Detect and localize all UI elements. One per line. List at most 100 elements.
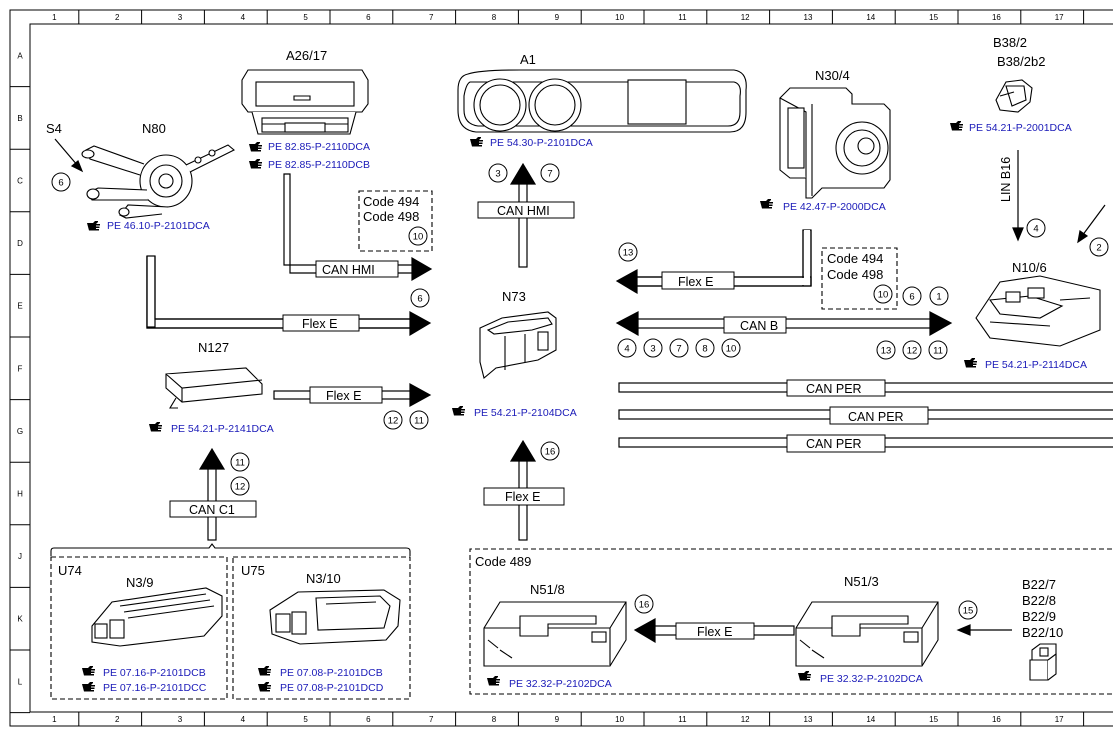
marker-text: 10 bbox=[413, 232, 424, 243]
ref-n80-text[interactable]: PE 46.10-P-2101DCA bbox=[107, 220, 210, 232]
marker-text: 6 bbox=[417, 294, 422, 305]
marker-s4: 6 bbox=[51, 172, 71, 192]
marker-text: 6 bbox=[909, 292, 914, 303]
grid-col-label: 10 bbox=[615, 13, 624, 22]
grid-row-label: J bbox=[18, 552, 22, 561]
ref-n80[interactable]: PE 46.10-P-2101DCA bbox=[87, 220, 210, 232]
marker-text: 16 bbox=[639, 600, 650, 611]
marker-b38-lin: 4 bbox=[1026, 218, 1046, 238]
grid-col-label: 6 bbox=[366, 715, 371, 724]
marker-canb-l4: 8 bbox=[695, 338, 715, 358]
grid-col-label: 16 bbox=[992, 13, 1001, 22]
flex-e-n73-arrowhead bbox=[509, 439, 537, 462]
ref-n10-6-text[interactable]: PE 54.21-P-2114DCA bbox=[985, 359, 1087, 371]
grid-col-label: 2 bbox=[115, 715, 120, 724]
marker-text: 10 bbox=[878, 290, 889, 301]
grid-col-label: 12 bbox=[741, 13, 750, 22]
ref-n51-3[interactable]: PE 32.32-P-2102DCA bbox=[798, 671, 923, 685]
marker-n10-a: 6 bbox=[902, 286, 922, 306]
marker-text: 7 bbox=[547, 169, 552, 180]
marker-text: 15 bbox=[963, 606, 974, 617]
n80-steering-switch-image bbox=[81, 144, 235, 219]
marker-code-box1: 10 bbox=[408, 226, 428, 246]
label-n80: N80 bbox=[142, 121, 166, 136]
marker-canb-r3: 11 bbox=[928, 340, 948, 360]
ref-n3-10-a-text[interactable]: PE 07.08-P-2101DCB bbox=[280, 667, 383, 679]
b22-arrowhead bbox=[956, 624, 971, 636]
ref-b38-2-text[interactable]: PE 54.21-P-2001DCA bbox=[969, 122, 1072, 134]
ref-n3-10-b[interactable]: PE 07.08-P-2101DCD bbox=[258, 682, 384, 694]
ref-n73[interactable]: PE 54.21-P-2104DCA bbox=[452, 406, 577, 419]
grid-col-label: 15 bbox=[929, 13, 938, 22]
grid-col-label: 3 bbox=[178, 13, 183, 22]
ref-a26-17-b-text[interactable]: PE 82.85-P-2110DCB bbox=[268, 159, 370, 171]
code-494-right: Code 494 bbox=[827, 251, 883, 266]
marker-n73-flex: 16 bbox=[540, 441, 560, 461]
marker-text: 4 bbox=[1033, 224, 1038, 235]
bus-lines bbox=[146, 162, 1113, 644]
marker-text: 1 bbox=[936, 292, 941, 303]
grid-col-label: 14 bbox=[866, 715, 875, 724]
grid-col-label: 13 bbox=[804, 715, 813, 724]
can-c1-arrowhead bbox=[198, 447, 226, 470]
grid-row-label: F bbox=[18, 364, 23, 373]
can-hmi-left-arrowhead bbox=[411, 256, 433, 282]
grid-col-label: 2 bbox=[115, 13, 120, 22]
can-b-left-arrowhead bbox=[615, 311, 639, 337]
marker-text: 2 bbox=[1096, 243, 1101, 254]
ref-n51-8-text[interactable]: PE 32.32-P-2102DCA bbox=[509, 678, 612, 690]
ref-n30-4[interactable]: PE 42.47-P-2000DCA bbox=[760, 199, 886, 213]
grid-col-label: 15 bbox=[929, 715, 938, 724]
ref-a26-17-a[interactable]: PE 82.85-P-2110DCA bbox=[249, 141, 370, 153]
ref-b38-2[interactable]: PE 54.21-P-2001DCA bbox=[950, 121, 1072, 134]
ref-n3-10-a[interactable]: PE 07.08-P-2101DCB bbox=[258, 666, 383, 679]
grid-col-label: 4 bbox=[241, 13, 246, 22]
label-b38-2b2: B38/2b2 bbox=[997, 54, 1045, 69]
marker-text: 4 bbox=[624, 344, 629, 355]
bus-label-flex-e-n127: Flex E bbox=[326, 389, 361, 403]
bus-label-flex-e-n30: Flex E bbox=[678, 275, 713, 289]
marker-text: 13 bbox=[881, 346, 892, 357]
ref-a1[interactable]: PE 54.30-P-2101DCA bbox=[470, 137, 593, 149]
n73-ignition-switch-image bbox=[479, 311, 557, 379]
n30-4-abs-unit-image bbox=[779, 87, 891, 199]
ref-n51-8[interactable]: PE 32.32-P-2102DCA bbox=[487, 676, 612, 690]
grid-col-label: 7 bbox=[429, 13, 434, 22]
ref-n127[interactable]: PE 54.21-P-2141DCA bbox=[149, 422, 274, 435]
marker-text: 10 bbox=[726, 344, 737, 355]
bus-label-can-hmi-left: CAN HMI bbox=[322, 263, 375, 277]
ref-n127-text[interactable]: PE 54.21-P-2141DCA bbox=[171, 423, 274, 435]
ref-n3-9-b-text[interactable]: PE 07.16-P-2101DCC bbox=[103, 682, 207, 694]
ref-n3-9-b[interactable]: PE 07.16-P-2101DCC bbox=[82, 682, 207, 694]
ref-n3-10-b-text[interactable]: PE 07.08-P-2101DCD bbox=[280, 682, 384, 694]
marker-a1-right: 7 bbox=[540, 163, 560, 183]
label-b22-10: B22/10 bbox=[1022, 625, 1063, 640]
ref-n73-text[interactable]: PE 54.21-P-2104DCA bbox=[474, 407, 577, 419]
bus-label-can-hmi-top: CAN HMI bbox=[497, 204, 550, 218]
marker-n80-flex: 6 bbox=[410, 288, 430, 308]
bus-label-can-per-2: CAN PER bbox=[848, 410, 904, 424]
ref-n3-9-a[interactable]: PE 07.16-P-2101DCB bbox=[82, 666, 206, 679]
ref-a26-17-b[interactable]: PE 82.85-P-2110DCB bbox=[249, 159, 370, 171]
grid-row-label: H bbox=[17, 490, 23, 499]
grid-col-label: 10 bbox=[615, 715, 624, 724]
bus-label-can-per-3: CAN PER bbox=[806, 437, 862, 451]
dashed-boxes bbox=[50, 190, 1112, 700]
label-n127: N127 bbox=[198, 340, 229, 355]
grid-col-label: 5 bbox=[303, 13, 308, 22]
marker-text: 7 bbox=[676, 344, 681, 355]
bus-label-flex-e-n80: Flex E bbox=[302, 317, 337, 331]
grid-row-label: G bbox=[17, 427, 23, 436]
u74-box bbox=[50, 556, 228, 700]
code-498-left: Code 498 bbox=[363, 209, 419, 224]
ref-n51-3-text[interactable]: PE 32.32-P-2102DCA bbox=[820, 673, 923, 685]
ref-a26-17-a-text[interactable]: PE 82.85-P-2110DCA bbox=[268, 141, 370, 153]
ref-n3-9-a-text[interactable]: PE 07.16-P-2101DCB bbox=[103, 667, 206, 679]
ref-n10-6[interactable]: PE 54.21-P-2114DCA bbox=[964, 358, 1087, 371]
marker-text: 11 bbox=[933, 346, 943, 357]
marker-text: 3 bbox=[495, 169, 500, 180]
ref-n30-4-text[interactable]: PE 42.47-P-2000DCA bbox=[783, 201, 886, 213]
ref-a1-text[interactable]: PE 54.30-P-2101DCA bbox=[490, 137, 593, 149]
marker-text: 11 bbox=[414, 416, 424, 427]
grid-row-label: C bbox=[17, 177, 23, 186]
